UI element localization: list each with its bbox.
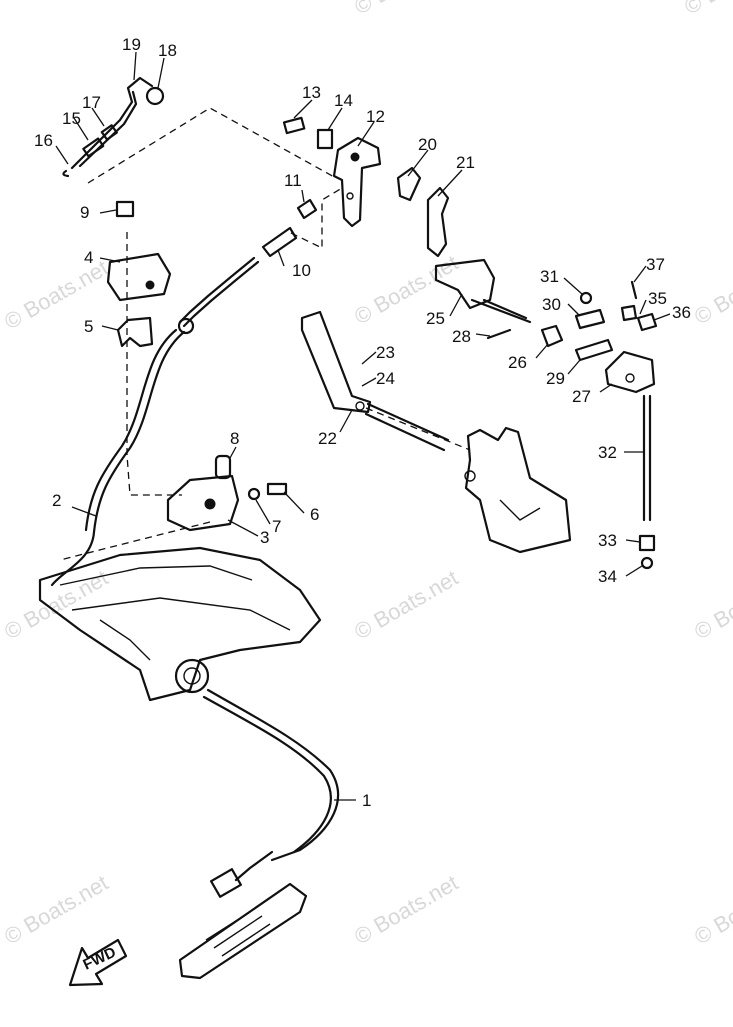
- callout-2: 2: [52, 491, 61, 510]
- watermark-text: © Boats.net: [350, 565, 462, 644]
- callout-17: 17: [82, 93, 101, 112]
- watermark-text: © Boats.net: [690, 250, 733, 329]
- callout-33: 33: [598, 531, 617, 550]
- callout-16: 16: [34, 131, 53, 150]
- callout-27: 27: [572, 387, 591, 406]
- watermark-text: © Boats.net: [690, 565, 733, 644]
- callout-12: 12: [366, 107, 385, 126]
- throttle-cable: [50, 328, 186, 587]
- callout-26: 26: [508, 353, 527, 372]
- callout-32: 32: [598, 443, 617, 462]
- linkage-rod-assembly: [62, 76, 165, 178]
- callout-29: 29: [546, 369, 565, 388]
- callout-24: 24: [376, 369, 395, 388]
- bracket-plate-3: [166, 454, 288, 532]
- watermark-text: © Boats.net: [0, 870, 112, 949]
- callout-25: 25: [426, 309, 445, 328]
- callout-21: 21: [456, 153, 475, 172]
- callout-31: 31: [540, 267, 559, 286]
- watermark-text: © Boats.net: [680, 0, 733, 19]
- callout-8: 8: [230, 429, 239, 448]
- shaft-lever-22: [300, 310, 450, 452]
- watermark-text: © Boats.net: [0, 255, 112, 334]
- bracket-assembly-12: [282, 116, 382, 228]
- callout-14: 14: [334, 91, 353, 110]
- fwd-arrow-icon: FWD: [68, 938, 128, 987]
- fwd-label: FWD: [81, 944, 119, 974]
- callout-20: 20: [418, 135, 437, 154]
- leader-lines: [55, 51, 671, 801]
- vertical-rod-32: [638, 394, 656, 570]
- callout-15: 15: [62, 109, 81, 128]
- detent-parts: [540, 291, 614, 362]
- callout-11: 11: [284, 171, 302, 190]
- callout-labels: 1 2 3 4 5 6 7 8 9 10 11 12 13 14 15 16 1…: [34, 35, 691, 810]
- callout-36: 36: [672, 303, 691, 322]
- callout-9: 9: [80, 203, 89, 222]
- lower-bracket: [178, 882, 308, 980]
- shift-lever-assembly: [396, 166, 532, 340]
- callout-34: 34: [598, 567, 617, 586]
- callout-5: 5: [84, 317, 93, 336]
- watermark-text: © Boats.net: [350, 250, 462, 329]
- clamp-assembly: [106, 200, 172, 348]
- callout-30: 30: [542, 295, 561, 314]
- watermark-text: © Boats.net: [350, 0, 462, 19]
- watermark-text: © Boats.net: [690, 870, 733, 949]
- right-bracket-27: [604, 280, 658, 394]
- callout-37: 37: [646, 255, 665, 274]
- main-housing: [38, 546, 322, 702]
- callout-3: 3: [260, 528, 269, 547]
- callout-6: 6: [310, 505, 319, 524]
- callout-19: 19: [122, 35, 141, 54]
- callout-35: 35: [648, 289, 667, 308]
- callout-28: 28: [452, 327, 471, 346]
- cable-end-assembly: [177, 198, 318, 335]
- callout-22: 22: [318, 429, 337, 448]
- callout-10: 10: [292, 261, 311, 280]
- callout-23: 23: [376, 343, 395, 362]
- callout-1: 1: [362, 791, 371, 810]
- callout-13: 13: [302, 83, 321, 102]
- callout-7: 7: [272, 517, 281, 536]
- gear-housing: [464, 426, 572, 554]
- callout-4: 4: [84, 248, 93, 267]
- watermark-text: © Boats.net: [350, 870, 462, 949]
- callout-18: 18: [158, 41, 177, 60]
- lower-cable-1: [202, 688, 340, 898]
